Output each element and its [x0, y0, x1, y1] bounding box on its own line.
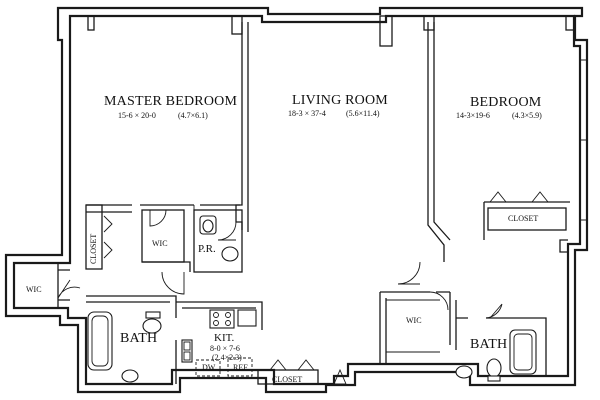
- bath-right-label: BATH: [470, 337, 508, 352]
- closet-entry-label: CLOSET: [272, 375, 303, 384]
- master-bedroom-dim-imperial: 15-6 × 20-0: [118, 111, 156, 120]
- living-room-name: LIVING ROOM: [292, 93, 388, 108]
- bath-left-label: BATH: [120, 331, 158, 346]
- doors: [57, 191, 549, 385]
- wic-left-label: WIC: [26, 285, 42, 294]
- bedroom-name: BEDROOM: [470, 95, 542, 110]
- bedroom-dim-metric: (4.3×5.9): [512, 111, 542, 120]
- ref-label: REF: [233, 363, 248, 372]
- closet-bedroom-label: CLOSET: [508, 214, 539, 223]
- wic-bedroom-label: WIC: [406, 316, 422, 325]
- powder-room-label: P.R.: [198, 243, 216, 255]
- kitchen-name: KIT.: [214, 332, 235, 344]
- fixtures: [87, 59, 587, 383]
- interior-walls: [13, 22, 570, 385]
- living-room-dim-metric: (5.6×11.4): [346, 109, 380, 118]
- dw-label: DW: [202, 363, 216, 372]
- bedroom-dim-imperial: 14-3×19-6: [456, 111, 490, 120]
- master-bedroom-dim-metric: (4.7×6.1): [178, 111, 208, 120]
- master-bedroom-name: MASTER BEDROOM: [104, 94, 238, 109]
- kitchen-dim-imperial: 8-0 × 7-6: [210, 344, 240, 353]
- kitchen-dim-metric: (2.4×2.3): [212, 353, 242, 362]
- wic-master-label: WIC: [152, 239, 168, 248]
- living-room-dim-imperial: 18-3 × 37-4: [288, 109, 326, 118]
- closet-vertical-label: CLOSET: [89, 233, 98, 264]
